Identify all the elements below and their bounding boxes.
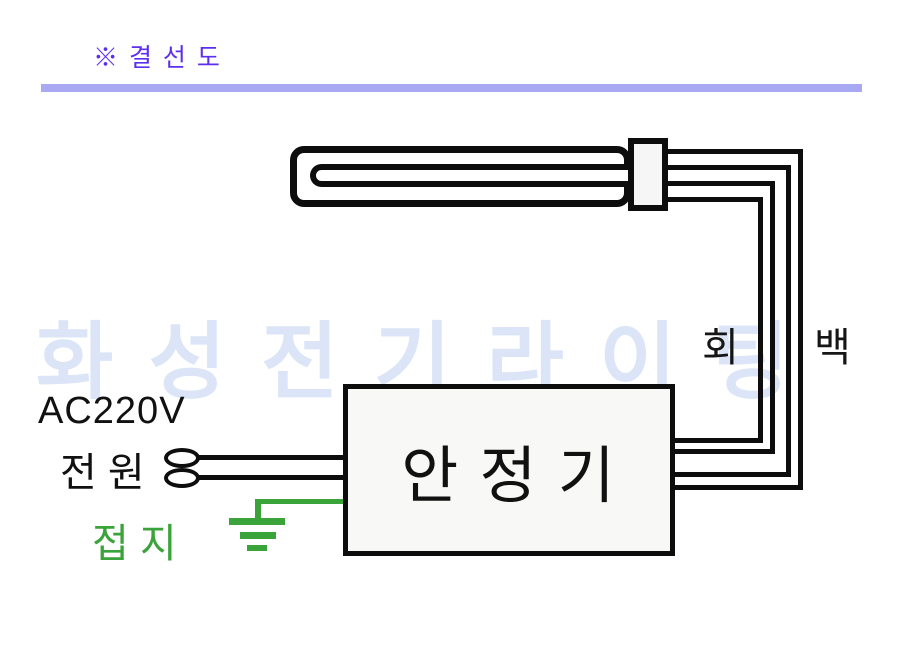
- power-wire-neutral: [198, 475, 343, 480]
- lamp-wire-4-vertical: [758, 197, 763, 443]
- lamp-wire-1-vertical: [798, 149, 803, 490]
- power-source-label: 전 원: [60, 451, 145, 495]
- wire-color-label-white: 백: [814, 326, 851, 370]
- ground-wire-vertical: [255, 499, 261, 522]
- ground-bar-medium: [240, 532, 276, 539]
- lamp-wire-4-horizontal-bottom: [675, 438, 763, 443]
- lamp-wire-2-vertical: [786, 165, 791, 477]
- ground-wire-horizontal: [257, 499, 343, 504]
- lamp-wire-4-horizontal-top: [667, 197, 763, 202]
- fluorescent-lamp-tube-fold: [310, 164, 631, 187]
- ground-bar-long: [229, 518, 285, 525]
- power-wire-live: [198, 455, 343, 460]
- ac-voltage-label: AC220V: [38, 390, 186, 432]
- wire-color-label-gray: 회: [702, 326, 739, 370]
- lamp-wire-2-horizontal-bottom: [675, 472, 791, 477]
- lamp-wire-2-horizontal-top: [667, 165, 791, 170]
- lamp-socket-base: [628, 138, 668, 211]
- lamp-wire-3-vertical: [770, 181, 775, 454]
- header-divider: [41, 84, 862, 92]
- page-title: ※ 결 선 도: [93, 44, 222, 72]
- ballast-box: 안 정 기: [343, 384, 675, 556]
- lamp-wire-3-horizontal-top: [667, 181, 775, 186]
- ground-label: 접 지: [92, 522, 177, 566]
- ballast-label: 안 정 기: [401, 442, 617, 511]
- lamp-wire-1-horizontal-top: [667, 149, 803, 154]
- power-plug-terminal-icon: [164, 468, 200, 488]
- lamp-wire-1-horizontal-bottom: [675, 485, 803, 490]
- power-plug-terminal-icon: [164, 448, 200, 468]
- ground-bar-short: [247, 545, 267, 551]
- lamp-wire-3-horizontal-bottom: [675, 449, 775, 454]
